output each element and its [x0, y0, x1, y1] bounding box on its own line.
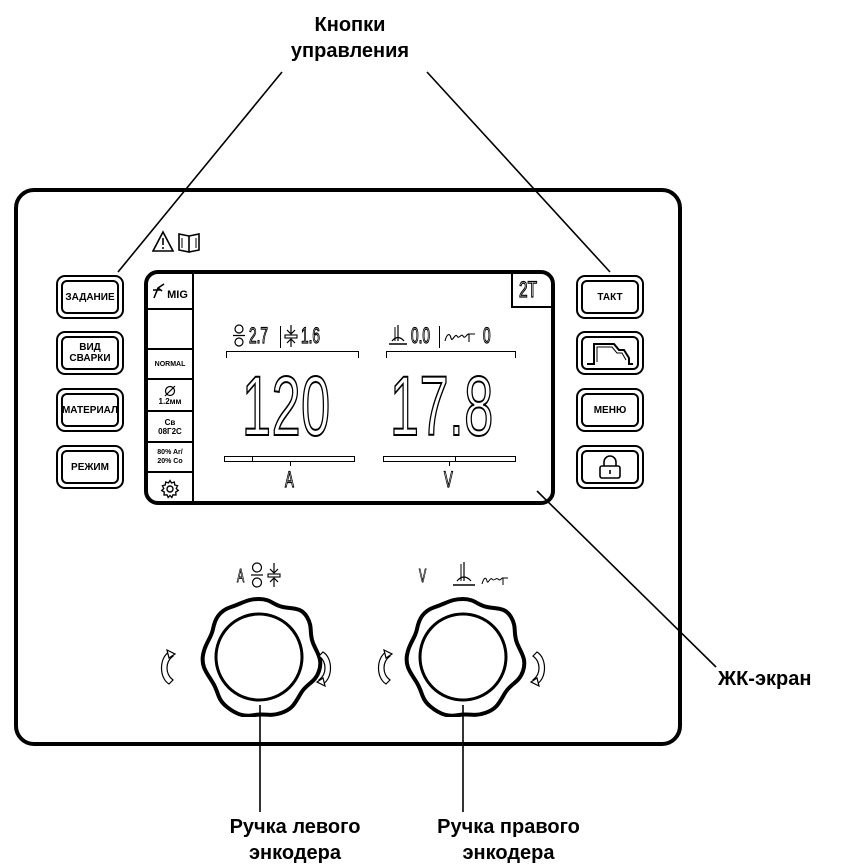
waveform-icon: [587, 343, 633, 365]
lcd-screen: MIG NORMAL 1.2мм Св 08Г2С 80% Ar/ 20% Co: [144, 270, 555, 505]
lcd-mode-label: MIG: [167, 288, 188, 301]
lcd-sidebar: MIG NORMAL 1.2мм Св 08Г2С 80% Ar/ 20% Co: [148, 274, 194, 501]
lcd-bracket-left: [226, 351, 359, 358]
lcd-gas-line1: 80% Ar/: [157, 449, 183, 456]
callout-right-encoder: Ручка правого энкодера: [416, 814, 601, 866]
lcd-current-bar-fill: [225, 457, 254, 461]
button-material[interactable]: МАТЕРИАЛ: [56, 388, 124, 432]
lcd-settings-cell: [148, 473, 192, 501]
lcd-material-line1: Св: [164, 417, 176, 427]
left-knob-wire-feed-icon: [251, 562, 263, 588]
lcd-divider-left: [280, 326, 281, 348]
lcd-voltage-value: 17.8: [389, 359, 494, 453]
left-knob-label: A: [237, 566, 245, 587]
left-encoder-knob[interactable]: [189, 597, 329, 717]
lcd-divider-right: [439, 326, 440, 348]
lcd-normal-cell: NORMAL: [148, 350, 192, 380]
button-vid-svarki-line1: ВИД: [79, 342, 101, 353]
lcd-gas-cell: 80% Ar/ 20% Co: [148, 443, 192, 473]
right-knob-label: V: [419, 566, 427, 587]
button-menu[interactable]: МЕНЮ: [576, 388, 644, 432]
button-lock[interactable]: [576, 445, 644, 489]
lcd-voltage-unit: V: [444, 466, 454, 492]
lcd-current-value: 120: [241, 359, 331, 453]
right-knob-inductance-icon: [453, 562, 475, 586]
lcd-current-unit: A: [285, 466, 295, 492]
button-rezhim[interactable]: РЕЖИМ: [56, 445, 124, 489]
callout-left-encoder: Ручка левого энкодера: [205, 814, 385, 866]
lcd-trigger-box: 2T: [511, 274, 551, 308]
button-rezhim-label: РЕЖИМ: [71, 461, 109, 473]
lock-icon: [599, 455, 621, 479]
lcd-diameter-cell: 1.2мм: [148, 380, 192, 412]
inductance-icon: [389, 325, 407, 345]
torch-icon: [153, 283, 165, 299]
callout-control-buttons: Кнопки управления: [255, 12, 445, 64]
wire-feed-icon: [233, 324, 245, 347]
right-encoder-knob[interactable]: [393, 597, 533, 717]
button-takt[interactable]: ТАКТ: [576, 275, 644, 319]
lcd-crater: 0: [483, 323, 491, 348]
button-vid-svarki-line2: СВАРКИ: [69, 353, 111, 364]
lcd-bracket-right: [386, 351, 516, 358]
right-knob-crater-icon: [481, 577, 508, 585]
button-vid-svarki[interactable]: ВИД СВАРКИ: [56, 331, 124, 375]
callout-left-encoder-line1: Ручка левого: [229, 816, 361, 838]
lcd-current-bar: [224, 456, 355, 462]
lcd-current-unit-tick: [290, 462, 291, 466]
right-knob-rotate-ccw-icon: [377, 648, 394, 685]
callout-lcd: ЖК-экран: [718, 668, 812, 690]
button-menu-label: МЕНЮ: [593, 404, 627, 416]
lcd-trigger-mode: 2T: [519, 276, 538, 302]
lcd-gas-line2: 20% Co: [157, 458, 183, 465]
gear-icon: [160, 479, 180, 499]
right-knob-rotate-cw-icon: [529, 651, 546, 688]
button-takt-label: ТАКТ: [597, 291, 623, 303]
diameter-icon: [164, 385, 176, 396]
callout-left-encoder-line2: энкодера: [249, 842, 341, 864]
lcd-material-line2: 08Г2С: [158, 426, 182, 436]
lcd-empty-cell: [148, 310, 192, 350]
button-zadanie[interactable]: ЗАДАНИЕ: [56, 275, 124, 319]
lcd-voltage-unit-tick: [449, 462, 450, 466]
stickout-icon: [284, 325, 298, 347]
button-zadanie-label: ЗАДАНИЕ: [65, 291, 115, 303]
crater-icon: [444, 333, 475, 342]
left-knob-stickout-icon: [267, 563, 281, 587]
button-waveform[interactable]: [576, 331, 644, 375]
callout-control-buttons-line2: управления: [290, 40, 410, 62]
warning-manual-icon: [152, 230, 200, 253]
lcd-normal-label: NORMAL: [154, 360, 186, 368]
lcd-stickout: 1.6: [301, 323, 321, 348]
callout-right-encoder-line1: Ручка правого: [437, 816, 580, 838]
left-knob-rotate-cw-icon: [315, 651, 332, 688]
lcd-material-cell: Св 08Г2С: [148, 412, 192, 443]
lcd-voltage-bar: [383, 456, 516, 462]
button-material-label: МАТЕРИАЛ: [61, 404, 119, 416]
callout-control-buttons-line1: Кнопки: [314, 14, 386, 36]
callout-right-encoder-line2: энкодера: [462, 842, 555, 864]
lcd-diameter-label: 1.2мм: [158, 396, 182, 406]
lcd-inductance: 0.0: [411, 323, 431, 348]
lcd-wire-speed: 2.7: [249, 323, 269, 348]
lcd-mode-cell: MIG: [148, 274, 192, 310]
device-front-panel: [14, 188, 682, 746]
left-knob-rotate-ccw-icon: [160, 648, 177, 685]
lcd-voltage-bar-fill: [384, 457, 457, 461]
